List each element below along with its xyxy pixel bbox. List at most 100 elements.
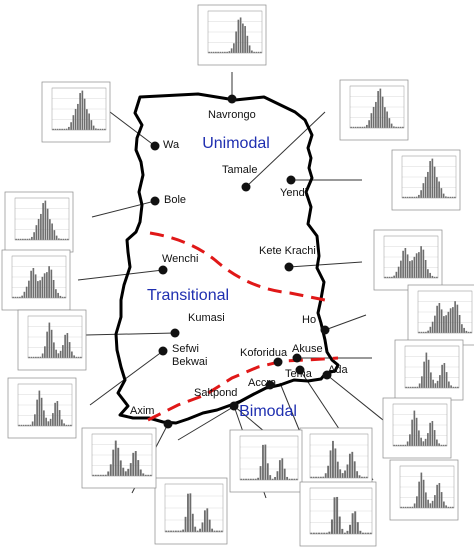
histogram-bar <box>320 532 323 534</box>
histogram-bar <box>452 506 454 508</box>
histogram-accra <box>229 429 303 493</box>
leader-ho <box>324 314 367 331</box>
histogram-bar <box>436 380 439 388</box>
histogram-bar <box>242 478 245 480</box>
histogram-bar <box>418 194 420 198</box>
histogram-bar <box>407 386 410 388</box>
histogram-bar <box>251 50 253 53</box>
histogram-bar <box>357 126 359 128</box>
histogram-kumasi <box>17 309 87 371</box>
station-label-koforidua: Koforidua <box>240 347 288 359</box>
histogram-bar <box>400 260 402 278</box>
histogram-bar <box>271 478 274 480</box>
histogram-bar <box>393 444 395 446</box>
histogram-bar <box>67 424 70 426</box>
histogram-bar <box>57 292 59 298</box>
histogram-bar <box>418 481 420 508</box>
histogram-bar <box>397 266 400 278</box>
histogram-bar <box>424 259 427 278</box>
histogram-bar <box>48 266 50 298</box>
histogram-axes <box>51 87 107 131</box>
histogram-bar <box>142 473 145 476</box>
histogram-bar <box>189 493 192 532</box>
histogram-bar <box>338 516 341 534</box>
station-label-kete-krachi: Kete Krachi <box>259 245 316 257</box>
histogram-bar <box>402 506 405 508</box>
histogram-bar <box>325 532 328 534</box>
histogram-bar <box>112 449 115 476</box>
histogram-bar <box>363 126 366 128</box>
region-label-unimodal: Unimodal <box>202 135 270 152</box>
histogram-bar <box>438 443 440 446</box>
station-dot-koforidua <box>273 357 283 367</box>
station-dot-tema <box>295 365 305 375</box>
histogram-bar <box>330 519 333 534</box>
histogram-bar <box>77 103 79 130</box>
histogram-bar <box>381 96 384 128</box>
histogram-bar <box>293 478 296 480</box>
station-label-wa: Wa <box>163 139 180 151</box>
histogram-bar <box>208 519 211 532</box>
histogram-bar <box>124 471 127 476</box>
histogram-bar <box>334 448 337 478</box>
histogram-bar <box>359 530 362 534</box>
histogram-bar <box>440 444 443 446</box>
histogram-bar <box>443 316 445 333</box>
histogram-bar <box>445 505 447 508</box>
histogram-bar <box>253 51 255 53</box>
histogram-bar <box>348 453 351 478</box>
histogram-bar <box>30 270 32 298</box>
histogram-bar <box>274 477 276 480</box>
histogram-bar <box>237 19 240 53</box>
histogram-bar <box>18 424 20 426</box>
histogram-bar <box>454 196 456 198</box>
histogram-bar <box>369 532 372 534</box>
histogram-kete-krachi <box>373 229 443 291</box>
histogram-bar <box>31 421 34 426</box>
histogram-bar <box>448 381 450 388</box>
histogram-bar <box>134 451 137 476</box>
station-dot-tamale <box>241 182 251 192</box>
histogram-bar <box>219 51 222 53</box>
station-label-axim: Axim <box>130 405 154 417</box>
histogram-bar <box>139 469 142 476</box>
histogram-bar <box>194 526 197 532</box>
histogram-bar <box>12 296 14 298</box>
histogram-bar <box>440 309 443 333</box>
histogram-bar <box>80 356 82 358</box>
histogram-bar <box>32 268 35 298</box>
histogram-bar <box>442 193 445 198</box>
histogram-bar <box>35 356 37 358</box>
histogram-bar <box>336 496 339 534</box>
histogram-bar <box>144 474 147 476</box>
histogram-bar <box>74 108 77 130</box>
histogram-bar <box>54 128 57 130</box>
histogram-frame <box>17 309 87 371</box>
histogram-bar <box>42 203 44 240</box>
histogram-bar <box>52 128 54 130</box>
histogram-bar <box>384 276 386 278</box>
histogram-bar <box>104 474 107 476</box>
histogram-bar <box>26 238 29 240</box>
histogram-bar <box>221 51 224 53</box>
histogram-bar <box>434 495 436 508</box>
histogram-bar <box>402 126 404 128</box>
histogram-bar <box>242 23 244 53</box>
histogram-bar <box>388 276 391 278</box>
histogram-bar <box>412 386 414 388</box>
leader-sefwi-bekwai <box>89 350 164 406</box>
histogram-bar <box>430 372 432 388</box>
histogram-bar <box>39 356 42 358</box>
histogram-bar <box>441 364 443 388</box>
histogram-bar <box>443 501 445 508</box>
histogram-bar <box>402 250 404 278</box>
histogram-bar <box>388 118 391 128</box>
histogram-bar <box>266 463 269 480</box>
histogram-bar <box>97 474 100 476</box>
histogram-bar <box>86 109 88 130</box>
histogram-bar <box>352 126 355 128</box>
histogram-bar <box>23 291 26 298</box>
histogram-bar <box>329 450 332 478</box>
histogram-bar <box>62 345 64 358</box>
